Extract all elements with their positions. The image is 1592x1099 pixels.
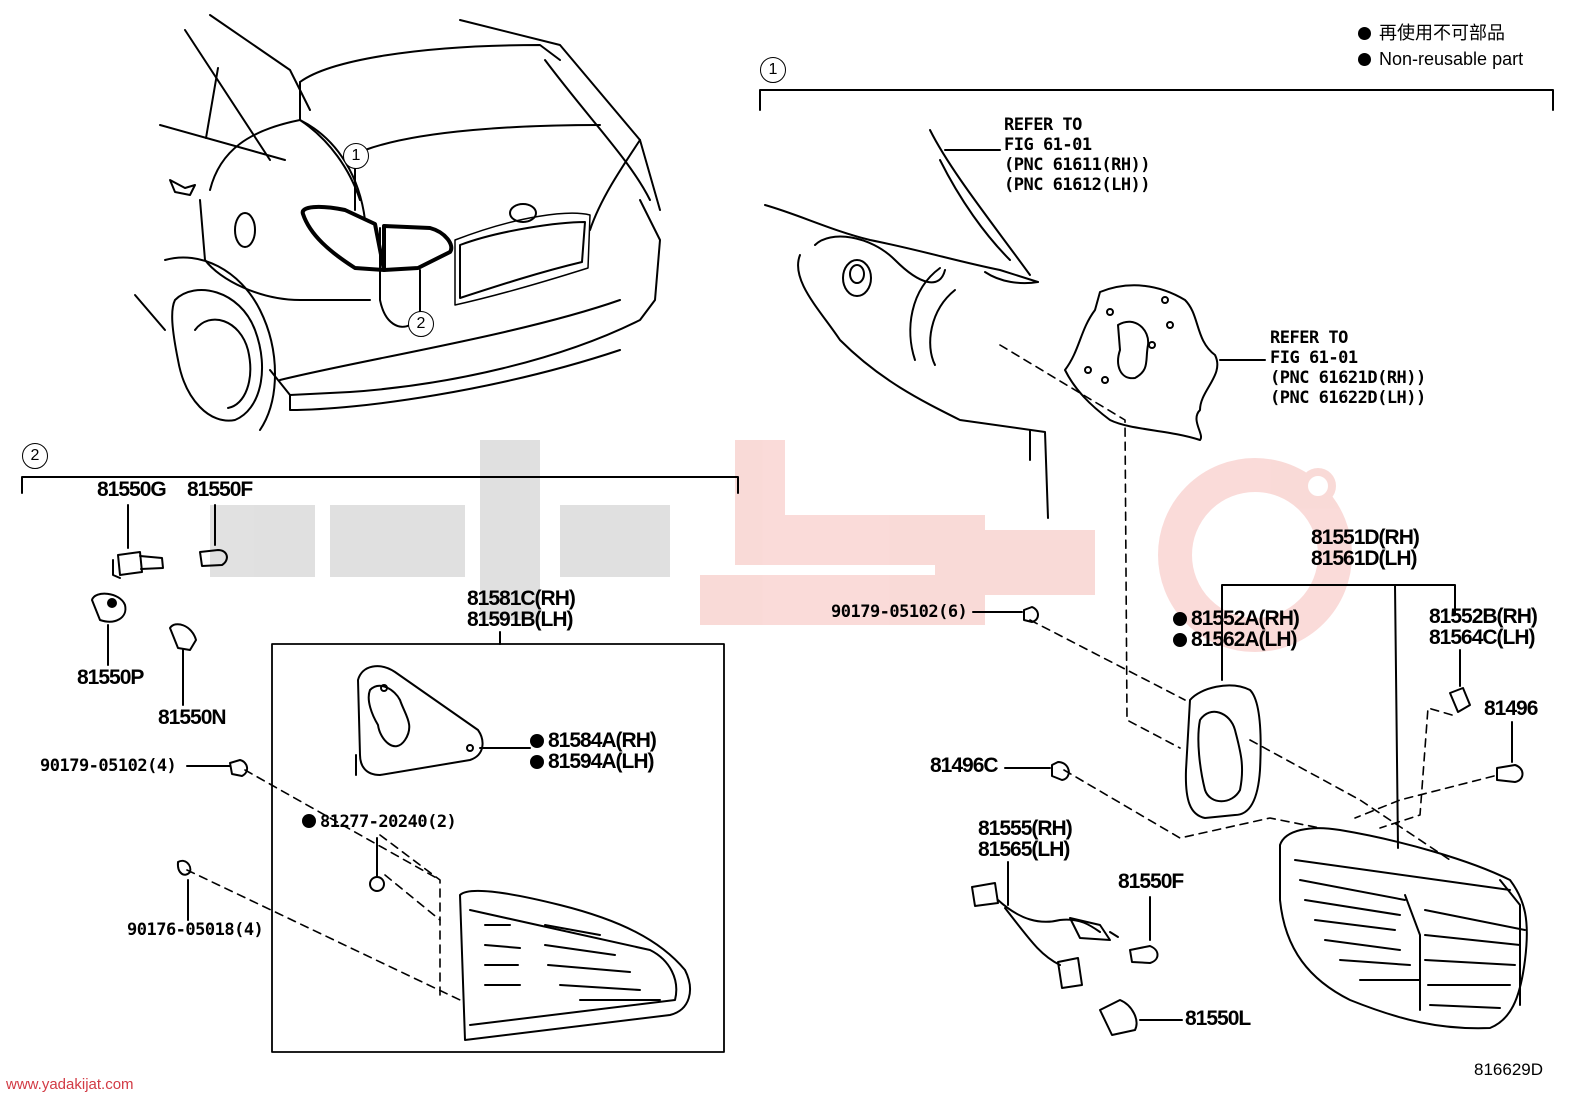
part-number-rh: 81584A(RH)	[548, 729, 657, 752]
part-81581[interactable]: 81581C(RH) 81591B(LH)	[467, 587, 576, 631]
part-81550N[interactable]: 81550N	[158, 706, 227, 729]
part-81496C[interactable]: 81496C	[930, 754, 999, 777]
refer-note-upper: REFER TO FIG 61-01 (PNC 61611(RH)) (PNC …	[1004, 115, 1151, 195]
bulb-parts	[91, 504, 1524, 1036]
part-number-lh: 81561D(LH)	[1311, 547, 1418, 570]
part-81584[interactable]: 81584A(RH) 81594A(LH)	[530, 729, 657, 772]
part-number-lh-row: 81562A(LH)	[1173, 629, 1299, 650]
inner-lamp-body	[459, 889, 691, 1041]
part-81555[interactable]: 81555(RH) 81565(LH)	[978, 817, 1073, 861]
part-81550F-bulb[interactable]: 81550F	[187, 478, 253, 501]
footer-url[interactable]: www.yadakijat.com	[6, 1076, 134, 1093]
refer-line: FIG 61-01	[1270, 348, 1358, 368]
legend: 再使用不可部品 Non-reusable part	[1358, 20, 1523, 72]
part-number-rh: 81555(RH)	[978, 817, 1073, 840]
part-number-rh: 81552A(RH)	[1191, 607, 1300, 630]
part-81551[interactable]: 81551D(RH) 81561D(LH)	[1311, 526, 1420, 570]
inner-lamp-gasket	[357, 665, 531, 776]
part-90179-6[interactable]: 90179-05102(6)	[831, 602, 968, 622]
part-number-rh: 81552B(RH)	[1429, 605, 1538, 628]
part-number-rh: 81551D(RH)	[1311, 526, 1420, 549]
refer-line: (PNC 61622D(LH))	[1270, 388, 1426, 408]
non-reusable-icon	[530, 734, 544, 748]
refer-line: (PNC 61612(LH))	[1004, 175, 1151, 195]
refer-line: REFER TO	[1270, 328, 1348, 348]
refer-note-lower: REFER TO FIG 61-01 (PNC 61621D(RH)) (PNC…	[1270, 328, 1426, 408]
part-90179-4[interactable]: 90179-05102(4)	[40, 756, 177, 776]
part-81496[interactable]: 81496	[1484, 697, 1538, 720]
part-number-lh: 81564C(LH)	[1429, 626, 1536, 649]
vehicle-rear-illustration	[134, 14, 661, 431]
non-reusable-icon	[302, 814, 316, 828]
part-81277[interactable]: 81277-20240(2)	[302, 812, 457, 832]
non-reusable-icon	[1173, 612, 1187, 626]
part-number-lh: 81594A(LH)	[548, 750, 655, 773]
callout-1: 1	[343, 143, 369, 169]
watermark-logo	[210, 440, 1352, 652]
body-panel-illustration	[764, 129, 1049, 519]
outer-lamp-body	[1279, 827, 1528, 1030]
part-81550L[interactable]: 81550L	[1185, 1007, 1251, 1030]
figure-number: 816629D	[1474, 1060, 1544, 1079]
part-number-text: 81277-20240(2)	[320, 812, 457, 832]
part-number-lh: 81565(LH)	[978, 838, 1070, 861]
part-number-rh-row: 81584A(RH)	[530, 729, 657, 752]
part-81552B[interactable]: 81552B(RH) 81564C(LH)	[1429, 605, 1538, 649]
part-81550F-harness[interactable]: 81550F	[1118, 870, 1184, 893]
group-2-marker: 2	[22, 443, 48, 469]
part-number-lh-row: 81594A(LH)	[530, 751, 656, 772]
legend-item-jp: 再使用不可部品	[1358, 20, 1523, 46]
non-reusable-icon	[530, 755, 544, 769]
group-1-marker: 1	[760, 57, 786, 83]
non-reusable-icon	[1173, 633, 1187, 647]
bracket-plate-illustration	[1064, 284, 1219, 441]
part-81550P[interactable]: 81550P	[77, 666, 144, 689]
part-number-lh: 81562A(LH)	[1191, 628, 1298, 651]
part-90176[interactable]: 90176-05018(4)	[127, 920, 264, 940]
bullet-icon	[1358, 27, 1371, 40]
part-number-rh-row: 81552A(RH)	[1173, 607, 1300, 630]
refer-line: (PNC 61621D(RH))	[1270, 368, 1426, 388]
refer-line: REFER TO	[1004, 115, 1082, 135]
part-81550G[interactable]: 81550G	[97, 478, 167, 501]
part-number-lh: 81591B(LH)	[467, 608, 574, 631]
legend-item-en: Non-reusable part	[1358, 46, 1523, 72]
callout-2: 2	[408, 311, 434, 337]
outer-lamp-gasket	[1184, 649, 1262, 819]
bullet-icon	[1358, 53, 1371, 66]
legend-text-jp: 再使用不可部品	[1379, 23, 1505, 43]
part-number-rh: 81581C(RH)	[467, 587, 576, 610]
part-81552A[interactable]: 81552A(RH) 81562A(LH)	[1173, 607, 1300, 650]
refer-line: FIG 61-01	[1004, 135, 1092, 155]
legend-text-en: Non-reusable part	[1379, 49, 1524, 69]
refer-line: (PNC 61611(RH))	[1004, 155, 1151, 175]
